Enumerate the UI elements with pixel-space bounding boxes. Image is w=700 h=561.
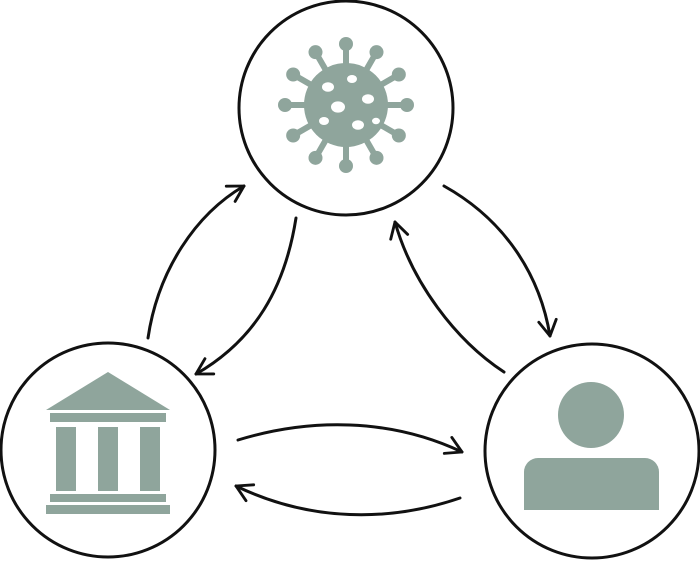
- virus-spot: [319, 117, 329, 125]
- virus-spike-tip: [286, 67, 301, 82]
- virus-spot: [331, 101, 345, 113]
- virus-spike-tip: [286, 128, 301, 143]
- virus-spike-tip: [400, 98, 414, 112]
- virus-node: [237, 0, 455, 217]
- arrow-virus-to-person: [442, 184, 558, 338]
- virus-icon: [278, 37, 414, 173]
- virus-spike-tip: [391, 128, 406, 143]
- virus-spike-tip: [278, 98, 292, 112]
- person-icon: [524, 382, 659, 510]
- virus-spike-tip: [308, 45, 323, 60]
- virus-spike-tip: [369, 150, 384, 165]
- person-node-ring: [483, 342, 700, 560]
- institution-node: [0, 341, 217, 559]
- bank-building-icon: [46, 372, 170, 514]
- virus-spot: [352, 120, 364, 130]
- virus-spot: [322, 82, 334, 92]
- virus-spot: [372, 117, 380, 125]
- virus-spike-tip: [391, 67, 406, 82]
- virus-spot: [347, 75, 357, 83]
- person-node: [483, 342, 700, 560]
- arrow-institution-to-person: [236, 423, 464, 455]
- virus-spot: [362, 94, 374, 104]
- arrow-virus-to-institution: [194, 216, 298, 376]
- virus-spike-tip: [308, 150, 323, 165]
- virus-spike-tip: [339, 159, 353, 173]
- virus-spike-tip: [339, 37, 353, 51]
- arrow-person-to-virus: [389, 220, 506, 374]
- arrow-institution-to-virus: [146, 184, 246, 340]
- arrow-person-to-institution: [234, 483, 462, 517]
- virus-spike-tip: [369, 45, 384, 60]
